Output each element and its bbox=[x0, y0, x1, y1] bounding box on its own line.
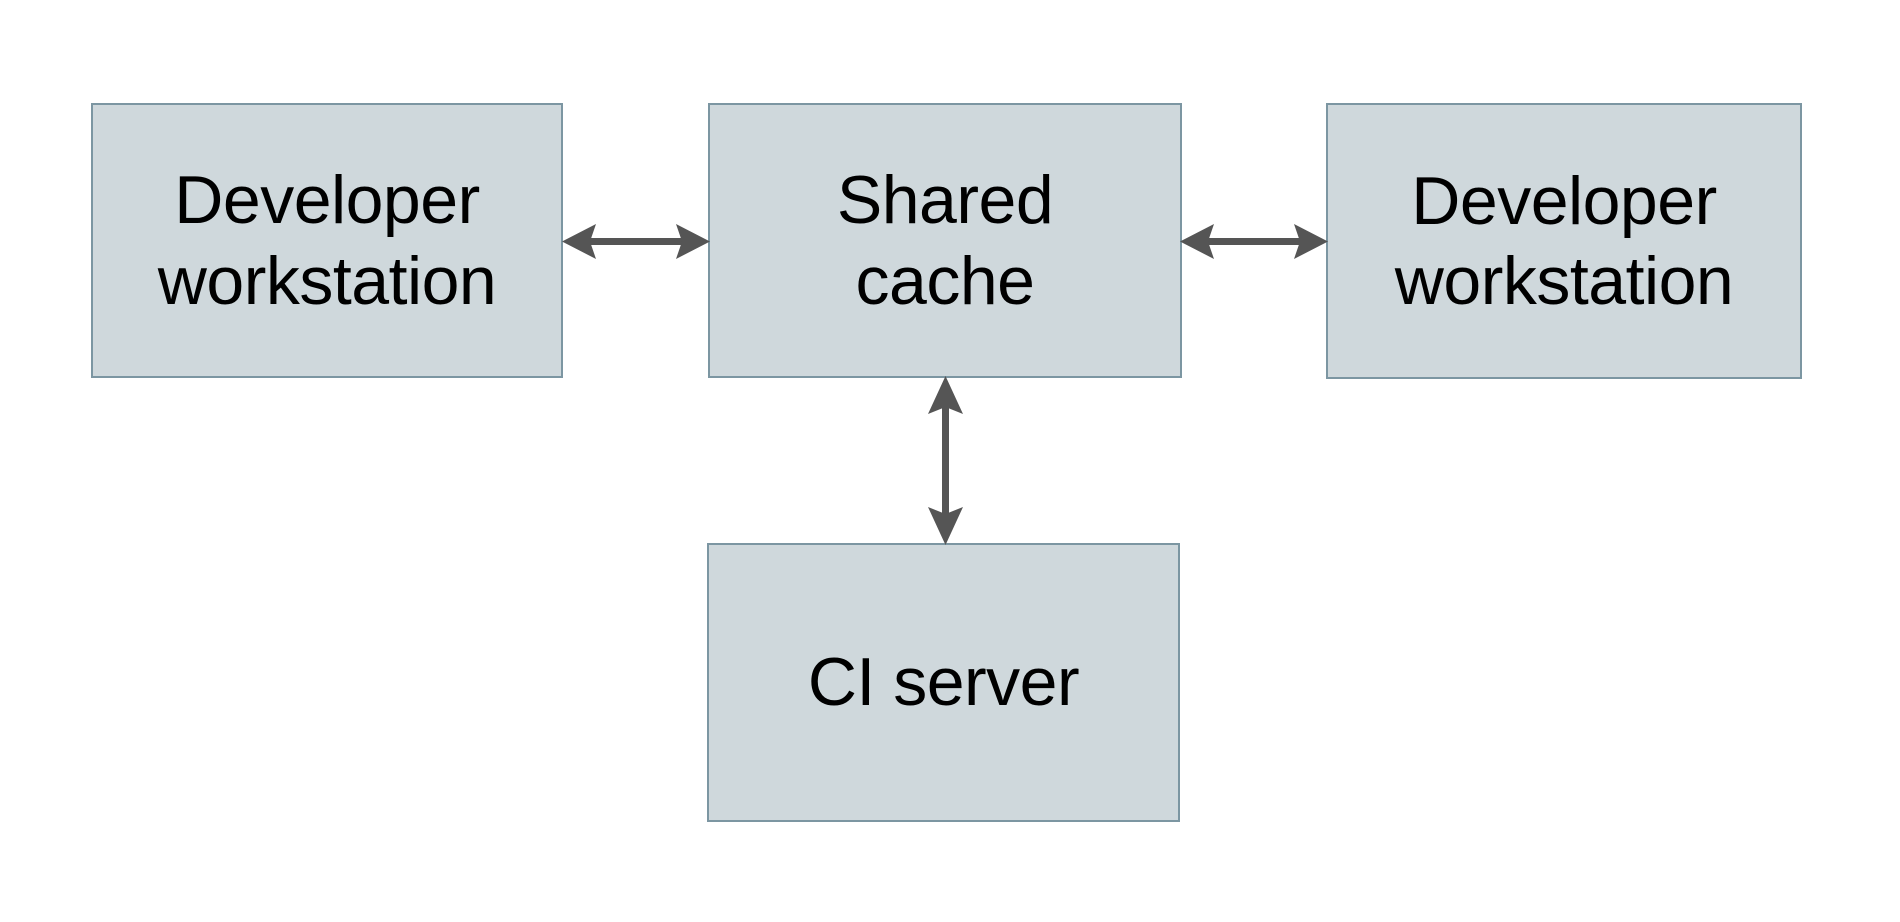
node-label: Developer workstation bbox=[157, 162, 497, 319]
node-developer-workstation-left[interactable]: Developer workstation bbox=[91, 103, 563, 378]
double-headed-arrow-icon bbox=[1180, 224, 1328, 259]
node-label: Shared cache bbox=[836, 162, 1054, 319]
node-label: CI server bbox=[807, 644, 1080, 721]
edge-shared-cache-to-developer-right[interactable] bbox=[1178, 214, 1330, 270]
node-developer-workstation-right[interactable]: Developer workstation bbox=[1326, 103, 1802, 379]
edge-shared-cache-to-ci-server[interactable] bbox=[918, 374, 974, 547]
double-headed-arrow-icon bbox=[562, 224, 710, 259]
edge-developer-left-to-shared-cache[interactable] bbox=[560, 214, 712, 270]
double-headed-arrow-icon bbox=[928, 376, 963, 545]
node-ci-server[interactable]: CI server bbox=[707, 543, 1180, 822]
node-label: Developer workstation bbox=[1394, 162, 1734, 319]
node-shared-cache[interactable]: Shared cache bbox=[708, 103, 1182, 378]
